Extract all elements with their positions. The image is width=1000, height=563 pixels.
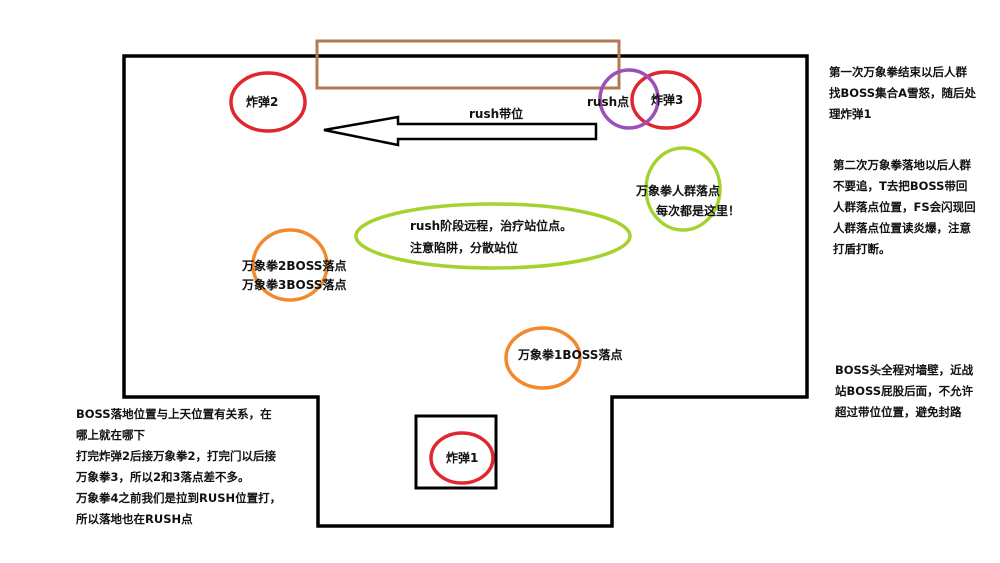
note-mid-right: 第二次万象拳落地以后人群 不要追，T去把BOSS带回 人群落点位置，FS会闪现回…	[833, 155, 976, 260]
note-line: 人群落点位置读炎爆，注意	[833, 221, 971, 235]
note-line: 所以落地也在RUSH点	[76, 512, 193, 526]
note-line: 哪上就在哪下	[76, 428, 145, 442]
note-line: 万象拳3，所以2和3落点差不多。	[76, 470, 250, 484]
ranged-heal-label-2: 注意陷阱，分散站位	[410, 241, 519, 255]
crowd-landing-circle	[644, 146, 722, 232]
note-line: 人群落点位置，FS会闪现回	[833, 200, 976, 214]
room-outline	[122, 54, 809, 528]
bomb1-box	[414, 414, 498, 490]
note-line: 打盾打断。	[833, 242, 891, 256]
boss-landing-1-circle	[504, 326, 582, 390]
boss-landing-1-label: 万象拳1BOSS落点	[518, 348, 623, 362]
rush-point-label: rush点	[587, 95, 630, 109]
rush-arrow	[323, 115, 598, 147]
bomb1-circle	[429, 431, 495, 485]
note-line: 第一次万象拳结束以后人群	[829, 65, 967, 79]
note-line: 不要追，T去把BOSS带回	[833, 179, 968, 193]
boss-landing-23-circle	[251, 228, 329, 302]
bomb2-circle	[229, 71, 307, 133]
ranged-heal-label-1: rush阶段远程，治疗站位点。	[410, 219, 573, 233]
bomb3-circle	[630, 70, 702, 130]
note-top-right: 第一次万象拳结束以后人群 找BOSS集合A雪怒，随后处 理炸弹1	[829, 62, 976, 125]
note-line: 万象拳4之前我们是拉到RUSH位置打，	[76, 491, 282, 505]
note-bottom-left: BOSS落地位置与上天位置有关系，在 哪上就在哪下 打完炸弹2后接万象拳2，打完…	[76, 404, 281, 530]
ranged-heal-circle	[354, 202, 632, 270]
bomb2-label: 炸弹2	[246, 95, 279, 109]
rush-point-circle	[598, 68, 660, 130]
rush-position-label: rush带位	[469, 107, 524, 121]
top-entrance-rect	[315, 39, 621, 90]
note-line: 超过带位位置，避免封路	[835, 405, 962, 419]
note-line: 打完炸弹2后接万象拳2，打完门以后接	[76, 449, 277, 463]
bomb1-label: 炸弹1	[446, 451, 479, 465]
note-line: BOSS头全程对墙壁，近战	[835, 363, 974, 377]
note-line: 第二次万象拳落地以后人群	[833, 158, 971, 172]
note-line: 站BOSS屁股后面，不允许	[835, 384, 974, 398]
boss-landing-2-label: 万象拳2BOSS落点	[242, 259, 347, 273]
note-line: 找BOSS集合A雪怒，随后处	[829, 86, 976, 100]
note-line: 理炸弹1	[829, 107, 872, 121]
note-line: BOSS落地位置与上天位置有关系，在	[76, 407, 272, 421]
bomb3-label: 炸弹3	[651, 93, 684, 107]
crowd-landing-label: 万象拳人群落点	[636, 184, 721, 198]
boss-landing-3-label: 万象拳3BOSS落点	[242, 278, 347, 292]
crowd-every-time-label: 每次都是这里！	[656, 204, 741, 218]
note-bottom-right: BOSS头全程对墙壁，近战 站BOSS屁股后面，不允许 超过带位位置，避免封路	[835, 360, 973, 423]
